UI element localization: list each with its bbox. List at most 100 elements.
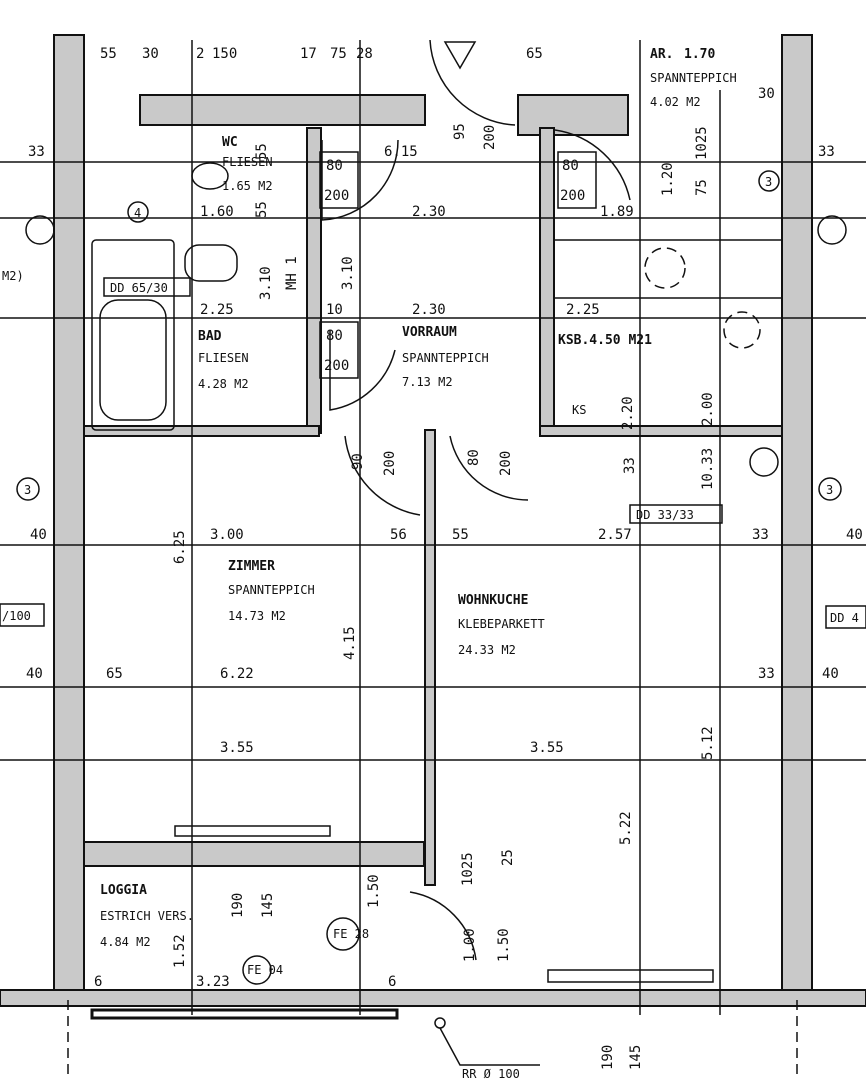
dim: 95 — [452, 123, 468, 140]
dim: 145 — [260, 893, 276, 918]
riser-circle — [25, 215, 55, 245]
dim: 33 — [758, 666, 775, 682]
room-vorraum-area: 7.13 M2 — [402, 375, 453, 389]
wall-bath-right — [306, 127, 322, 434]
riser-circle — [817, 215, 847, 245]
circle-3-right: 3 — [826, 483, 833, 497]
dim: 2.57 — [598, 527, 632, 543]
dim: 40 — [26, 666, 43, 682]
marker-circle — [16, 477, 40, 501]
room-loggia-finish: ESTRICH VERS. — [100, 909, 194, 923]
room-zimmer-finish: SPANNTEPPICH — [228, 583, 315, 597]
circle-4: 4 — [134, 206, 141, 220]
room-wc-area: 1.65 M2 — [222, 179, 273, 193]
room-wohnkueche-area: 24.33 M2 — [458, 643, 516, 657]
dim: 150 — [212, 46, 237, 62]
dim: 2 — [196, 46, 204, 62]
dd-top-label: DD 65/30 — [110, 281, 168, 295]
wall-mid-horizontal — [83, 425, 320, 437]
dim: 200 — [324, 358, 349, 374]
dim: 75 — [694, 179, 710, 196]
door-swing — [321, 139, 399, 221]
dim: 200 — [324, 188, 349, 204]
dim: 40 — [30, 527, 47, 543]
rr-label: RR Ø 100 — [462, 1067, 520, 1080]
dim: 5.12 — [700, 726, 716, 760]
window-sill — [174, 825, 331, 837]
dim: 4.15 — [342, 626, 358, 660]
dim: 33 — [28, 144, 45, 160]
dim: 55 — [254, 201, 270, 218]
room-loggia-name: LOGGIA — [100, 883, 147, 898]
room-wohnkueche-finish: KLEBEPARKETT — [458, 617, 545, 631]
door-swing — [409, 891, 477, 961]
room-ar-name: AR. — [650, 47, 673, 62]
marker-circle — [758, 170, 780, 192]
dim: 1.50 — [366, 874, 382, 908]
ks-label: KS — [572, 403, 586, 417]
dim: 3.00 — [210, 527, 244, 543]
dim: 6.25 — [172, 530, 188, 564]
room-wohnkueche-name: WOHNKUCHE — [458, 593, 528, 608]
wall-kitchen-left — [539, 127, 555, 434]
dim: 33 — [622, 457, 638, 474]
dim: 2.20 — [620, 396, 636, 430]
dim: 145 — [628, 1045, 644, 1070]
dim: 80 — [326, 328, 343, 344]
dim: 28 — [356, 46, 373, 62]
fe-marker — [326, 917, 360, 951]
dim: 80 — [562, 158, 579, 174]
washbasin — [184, 244, 238, 282]
dim: 200 — [560, 188, 585, 204]
dim: 80 — [466, 449, 482, 466]
dim: 40 — [846, 527, 863, 543]
loggia-rail — [90, 1008, 399, 1020]
dd-box-mid — [629, 504, 723, 524]
marker-circle — [818, 477, 842, 501]
room-zimmer-area: 14.73 M2 — [228, 609, 286, 623]
dim: 2.25 — [200, 302, 234, 318]
dim: 200 — [382, 451, 398, 476]
dim: 1.60 — [200, 204, 234, 220]
stove-burner — [644, 247, 686, 289]
rr-circle — [434, 1017, 446, 1029]
dim: 1.52 — [172, 934, 188, 968]
dim: 75 — [330, 46, 347, 62]
bathtub — [91, 239, 175, 431]
door-swing — [449, 435, 529, 501]
stove-burner — [723, 311, 761, 349]
dim: 25 — [500, 849, 516, 866]
wall-mid-horizontal-right — [539, 425, 783, 437]
dim: 30 — [142, 46, 159, 62]
room-vorraum-name: VORRAUM — [402, 325, 457, 340]
wall-core-right — [517, 94, 629, 136]
dim: 200 — [498, 451, 514, 476]
circle-3-left: 3 — [24, 483, 31, 497]
door-swing — [344, 435, 421, 516]
wc-toilet — [191, 162, 229, 190]
dim: 65 — [526, 46, 543, 62]
dim: 3.10 — [340, 256, 356, 290]
dim: 1.00 — [462, 928, 478, 962]
dim: 6.22 — [220, 666, 254, 682]
dim: 65 — [106, 666, 123, 682]
dim: 56 — [390, 527, 407, 543]
dim: 90 — [350, 453, 366, 470]
fe-marker — [242, 955, 272, 985]
dim-box — [557, 151, 597, 209]
dim: 190 — [230, 893, 246, 918]
dim: 3.55 — [530, 740, 564, 756]
dim: 17 — [300, 46, 317, 62]
room-loggia-area: 4.84 M2 — [100, 935, 151, 949]
dim: 33 — [752, 527, 769, 543]
marker-circle — [127, 201, 149, 223]
dim: 55 — [254, 143, 270, 160]
dim: 10 — [326, 302, 343, 318]
fe-28-label: FE 28 — [333, 927, 369, 941]
room-zimmer-name: ZIMMER — [228, 559, 275, 574]
room-ar-area: 4.02 M2 — [650, 95, 701, 109]
dim: 3.55 — [220, 740, 254, 756]
dim: 3.10 — [258, 266, 274, 300]
dim: 2.25 — [566, 302, 600, 318]
